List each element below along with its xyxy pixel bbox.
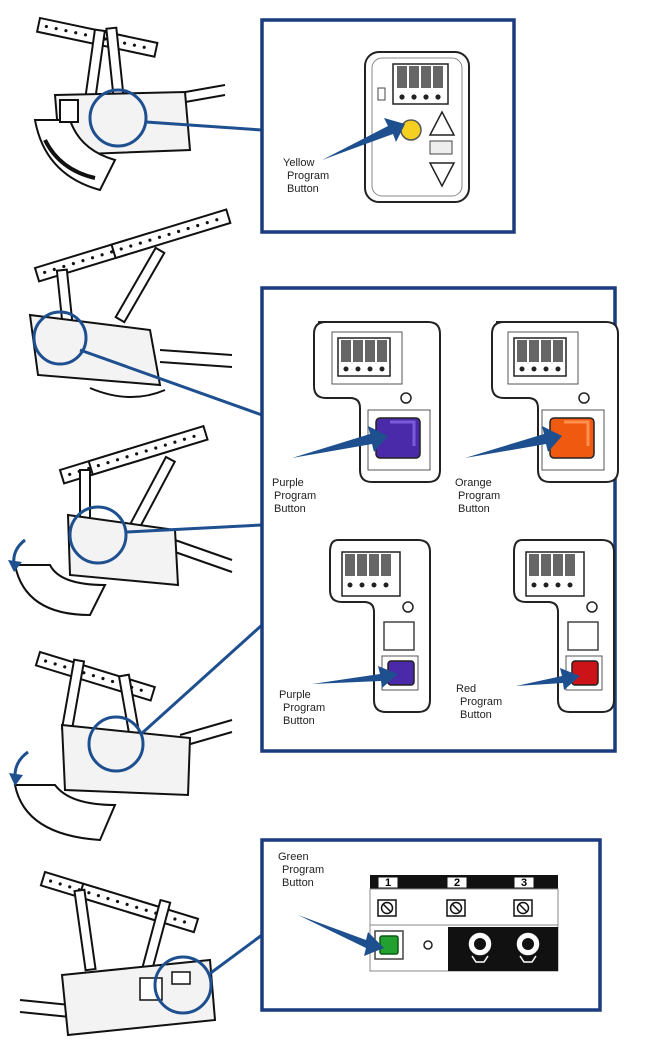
green-program-button bbox=[379, 935, 399, 955]
label-line: Button bbox=[274, 503, 306, 515]
red-program-button bbox=[571, 660, 599, 686]
purple-label-2: Purple Program Button bbox=[279, 689, 328, 727]
label-line: Button bbox=[458, 503, 490, 515]
label-line: Program bbox=[458, 490, 500, 502]
opener-illustration-2 bbox=[28, 208, 263, 417]
highlight-circle bbox=[68, 505, 128, 565]
prohibit-icon bbox=[380, 901, 394, 915]
label-line: Button bbox=[282, 877, 314, 889]
down-arrow-icon bbox=[428, 162, 456, 188]
prohibit-icon bbox=[449, 901, 463, 915]
orange-panel: Orange Program Button bbox=[455, 321, 619, 515]
terminal-number-3: 3 bbox=[521, 877, 527, 889]
terminal-number-1: 1 bbox=[385, 877, 391, 889]
arrow-pointer bbox=[465, 426, 562, 458]
dial-icon bbox=[515, 931, 541, 963]
label-line: Red bbox=[456, 683, 476, 695]
label-line: Green bbox=[278, 851, 309, 863]
opener-illustration-1 bbox=[33, 17, 263, 192]
yellow-program-button bbox=[400, 119, 422, 141]
prohibit-icon bbox=[516, 901, 530, 915]
purple-panel-2: Purple Program Button bbox=[279, 539, 431, 727]
label-line: Button bbox=[287, 183, 319, 195]
label-line: Button bbox=[283, 715, 315, 727]
up-arrow-icon bbox=[428, 110, 456, 136]
label-line: Purple bbox=[272, 477, 304, 489]
highlight-circle bbox=[153, 955, 213, 1015]
arrow-pointer bbox=[292, 426, 388, 458]
terminal-number-2: 2 bbox=[454, 877, 460, 889]
panel-frame-multi: Purple Program Button Orange Program But… bbox=[260, 286, 619, 753]
panel-frame-green: 1 2 3 Green Program bbox=[260, 838, 602, 1012]
purple-panel-1: Purple Program Button bbox=[272, 321, 441, 515]
arrow-pointer bbox=[298, 915, 384, 956]
yellow-label: Yellow Program Button bbox=[283, 157, 332, 195]
label-line: Button bbox=[460, 709, 492, 721]
panel-frame-yellow: Yellow Program Button bbox=[260, 18, 516, 234]
opener-illustration-3 bbox=[8, 425, 263, 617]
highlight-circle bbox=[87, 715, 145, 773]
arrow-pointer bbox=[312, 666, 398, 688]
label-line: Program bbox=[287, 170, 329, 182]
purple-label-1: Purple Program Button bbox=[272, 477, 319, 515]
red-panel: Red Program Button bbox=[456, 539, 615, 721]
highlight-circle bbox=[88, 88, 148, 148]
label-line: Purple bbox=[279, 689, 311, 701]
green-label: Green Program Button bbox=[278, 851, 327, 889]
label-line: Program bbox=[283, 702, 325, 714]
label-line: Program bbox=[274, 490, 316, 502]
arrow-pointer bbox=[322, 118, 405, 160]
label-line: Program bbox=[460, 696, 502, 708]
opener-illustration-5 bbox=[19, 871, 263, 1037]
label-line: Yellow bbox=[283, 157, 314, 169]
red-label: Red Program Button bbox=[456, 683, 505, 721]
dial-icon bbox=[467, 931, 493, 963]
orange-label: Orange Program Button bbox=[455, 477, 503, 515]
label-line: Program bbox=[282, 864, 324, 876]
arrow-pointer bbox=[516, 668, 580, 690]
highlight-circle bbox=[32, 310, 88, 366]
label-line: Orange bbox=[455, 477, 492, 489]
opener-illustration-4 bbox=[9, 623, 264, 842]
